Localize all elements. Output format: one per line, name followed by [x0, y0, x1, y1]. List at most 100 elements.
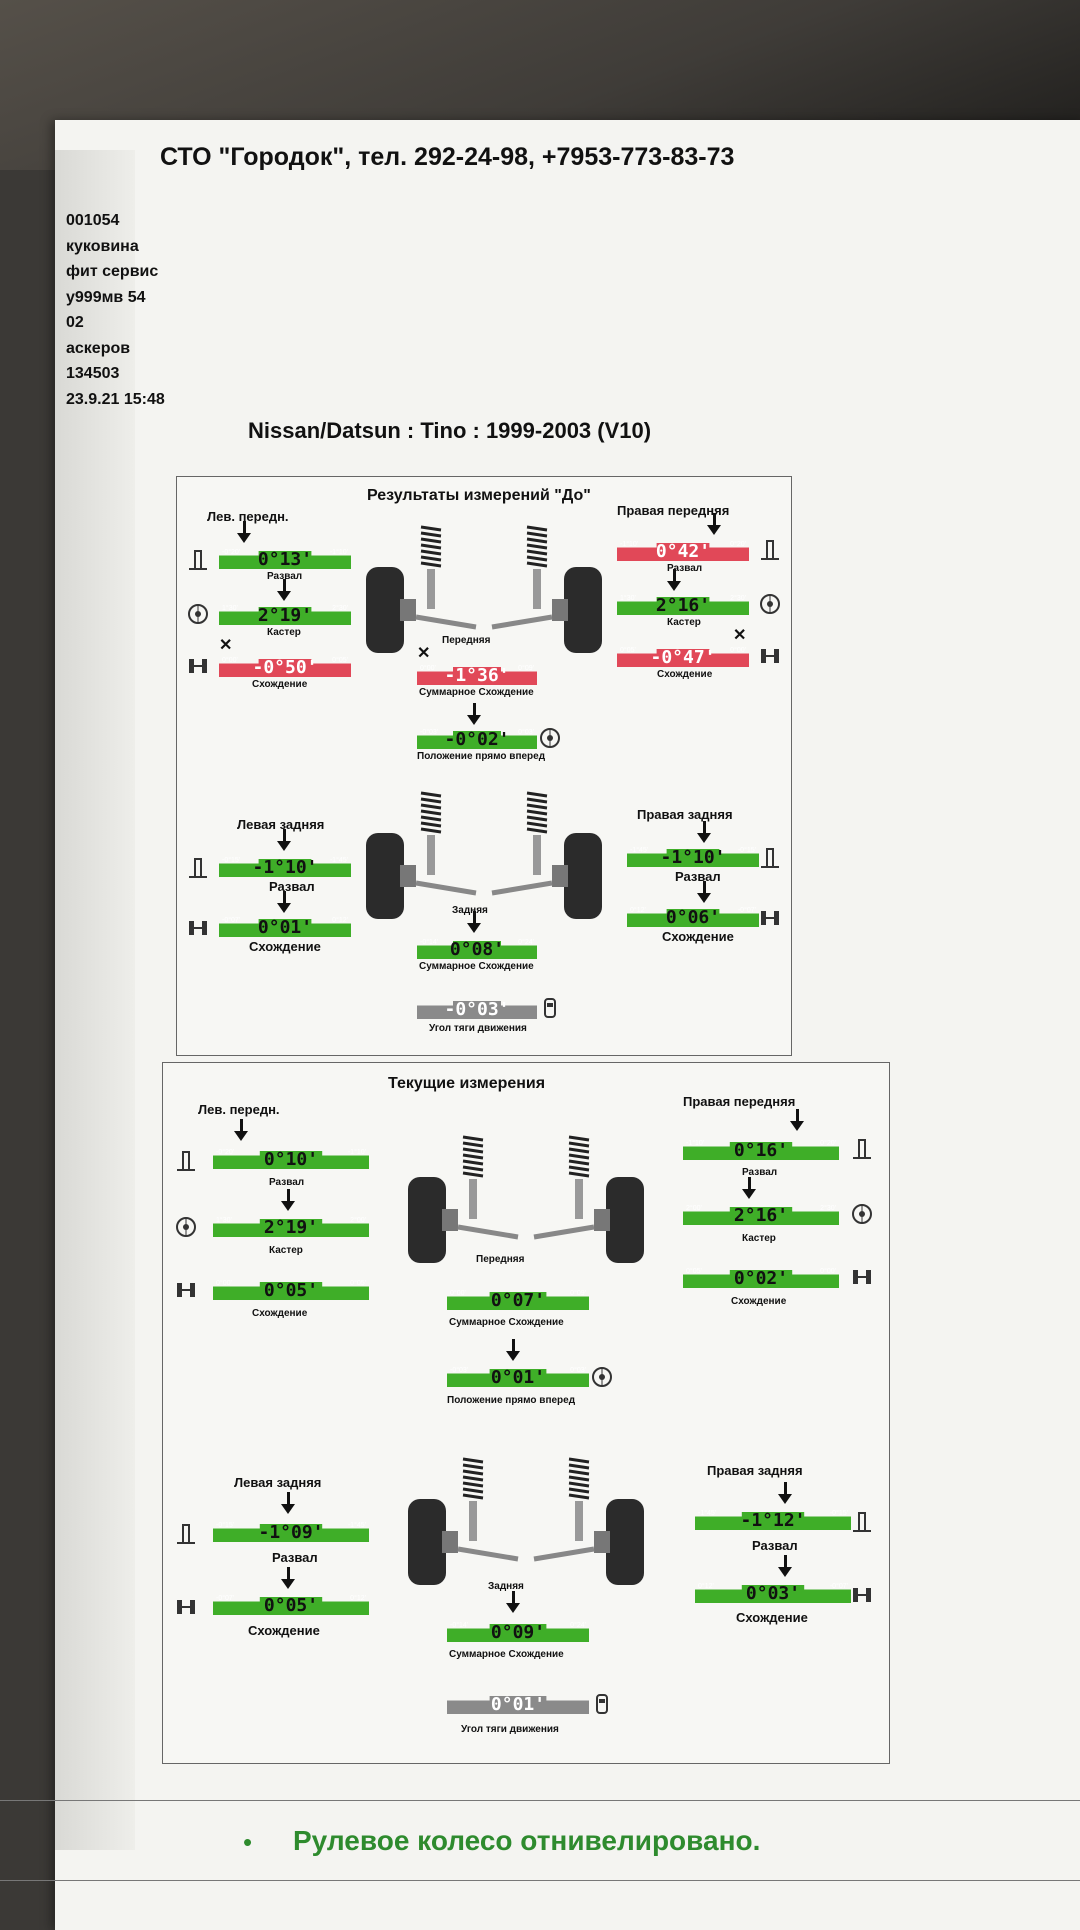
suspension-strut-icon	[189, 858, 207, 878]
front-left-camber-meter: -0°20'-1°10'0°10'	[213, 1145, 369, 1169]
front-right-camber-meter-bar	[683, 1142, 839, 1160]
range-min: 1°30'	[620, 595, 636, 602]
front-right-toe-meter: 0°05'0°00'-0°47'	[617, 643, 749, 667]
target-arrow-icon	[506, 1339, 520, 1361]
steering-wheel-icon	[540, 728, 560, 748]
rear-left-toe-meter: -0°07'0°12'0°05'	[213, 1591, 369, 1615]
toe-label: Схождение	[736, 1610, 808, 1625]
front-total-toe-meter-bar	[447, 1292, 589, 1310]
rear-right-toe-meter-bar	[695, 1585, 851, 1603]
wheel-toe-icon	[853, 1270, 871, 1284]
rear-axle-label: Задняя	[452, 905, 488, 916]
rear-left-title: Левая задняя	[234, 1475, 322, 1490]
range-min: 0°05'	[620, 647, 636, 654]
measured-value: -1°10'	[252, 857, 318, 878]
steering-leveled-note: Рулевое колесо отнивелировано.	[293, 1825, 761, 1856]
front-total-toe-meter: 0°00'0°09'-1°36'	[417, 661, 537, 685]
car-top-icon	[596, 1694, 608, 1714]
wheel-toe-icon	[189, 659, 207, 673]
range-min: -0°14'	[420, 939, 439, 946]
camber-label: Развал	[667, 563, 703, 574]
panel-title: Текущие измерения	[388, 1075, 546, 1092]
target-arrow-icon	[790, 1109, 804, 1131]
front-left-caster-meter-bar	[219, 607, 351, 625]
suspension-strut-icon	[761, 848, 779, 868]
front-left-camber-meter-bar	[219, 551, 351, 569]
suspension-strut-icon	[853, 1512, 871, 1532]
range-max: 2°00'	[350, 1217, 366, 1224]
range-max: -1°45'	[347, 1522, 366, 1529]
range-min: -1°10'	[686, 1140, 705, 1147]
front-axle-label: Передняя	[442, 635, 491, 646]
measured-value: 0°42'	[655, 541, 711, 562]
range-min: -1°45'	[698, 1510, 717, 1517]
measured-value: -1°12'	[740, 1510, 806, 1531]
measured-value: -1°09'	[258, 1522, 324, 1543]
front-axle-label: Передняя	[476, 1254, 525, 1265]
rear-right-camber-meter-bar	[695, 1512, 851, 1530]
range-min: -0°15'	[216, 1522, 235, 1529]
measured-value: 0°06'	[665, 907, 721, 928]
front-right-toe-meter: 0°05'0°00'0°02'	[683, 1264, 839, 1288]
range-max: 0°05'	[332, 657, 348, 664]
rear-left-toe-meter: -0°07'0°12'0°01'	[219, 913, 351, 937]
rear-total-toe-meter-bar	[417, 941, 537, 959]
measured-value: 0°01'	[257, 917, 313, 938]
measured-value: 2°19'	[257, 605, 313, 626]
rear-left-title: Левая задняя	[237, 817, 325, 832]
target-arrow-icon	[697, 881, 711, 903]
rear-left-camber-meter: -0°15'-1°45'-1°10'	[219, 853, 351, 877]
suspension-strut-icon	[189, 550, 207, 570]
target-arrow-icon	[697, 821, 711, 843]
range-min: -1°10'	[620, 541, 639, 548]
measured-value: 2°16'	[733, 1205, 789, 1226]
x-mark-icon: ✕	[219, 637, 233, 654]
toe-label: Схождение	[657, 669, 713, 680]
range-max: -1°10'	[347, 1149, 366, 1156]
rear-left-toe-meter-bar	[213, 1597, 369, 1615]
range-max: -0°15'	[737, 847, 756, 854]
rear-total-toe-meter: -0°14'0°24'0°09'	[447, 1618, 589, 1642]
rear-right-toe-meter-bar	[627, 909, 759, 927]
range-max: -0°07'	[737, 907, 756, 914]
caster-label: Кастер	[269, 1245, 303, 1256]
front-suspension-diagram	[408, 1135, 644, 1263]
range-min: -0°20'	[222, 549, 241, 556]
front-right-caster-meter: 1°30'2°30'2°16'	[617, 591, 749, 615]
range-max: 2°30'	[332, 605, 348, 612]
camber-label: Развал	[675, 869, 721, 884]
front-left-camber-meter-bar	[213, 1151, 369, 1169]
rear-total-toe-meter-bar	[447, 1624, 589, 1642]
rear-right-toe-meter: 0°12'-0°07'0°03'	[695, 1579, 851, 1603]
range-max: -0°07'	[829, 1583, 848, 1590]
wheel-toe-icon	[761, 911, 779, 925]
camber-label: Развал	[272, 1550, 318, 1565]
range-min: -0°15'	[222, 857, 241, 864]
front-right-camber-meter-bar	[617, 543, 749, 561]
front-left-toe-meter: 0°00'0°05'0°05'	[213, 1276, 369, 1300]
range-max: 0°24'	[570, 1622, 586, 1629]
range-max: 2°30'	[730, 595, 746, 602]
measured-value: 0°01'	[490, 1367, 546, 1388]
rear-right-camber-meter: -1°45'-0°15'-1°10'	[627, 843, 759, 867]
total-toe-label: Суммарное Схождение	[419, 961, 534, 972]
measured-value: -0°02'	[444, 729, 510, 750]
rear-right-title: Правая задняя	[637, 807, 733, 822]
measured-value: 2°19'	[263, 1217, 319, 1238]
rear-right-camber-meter-bar	[627, 849, 759, 867]
target-arrow-icon	[281, 1189, 295, 1211]
wheel-toe-icon	[853, 1588, 871, 1602]
front-left-title: Лев. передн.	[198, 1102, 280, 1117]
measured-value: -0°50'	[252, 657, 318, 678]
front-total-toe-meter-bar	[417, 667, 537, 685]
target-arrow-icon	[467, 703, 481, 725]
front-right-camber-meter: -1°10'0°20'0°42'	[617, 537, 749, 561]
measured-value: -1°36'	[444, 665, 510, 686]
rear-right-toe-meter: 0°12'-0°07'0°06'	[627, 903, 759, 927]
straight-ahead-meter-bar	[417, 731, 537, 749]
straight-ahead-label: Положение прямо вперед	[447, 1395, 576, 1406]
info-line: фит сервис	[66, 263, 159, 280]
total-toe-label: Суммарное Схождение	[419, 687, 534, 698]
front-left-toe-meter: 0°00'0°05'-0°50'	[219, 653, 351, 677]
